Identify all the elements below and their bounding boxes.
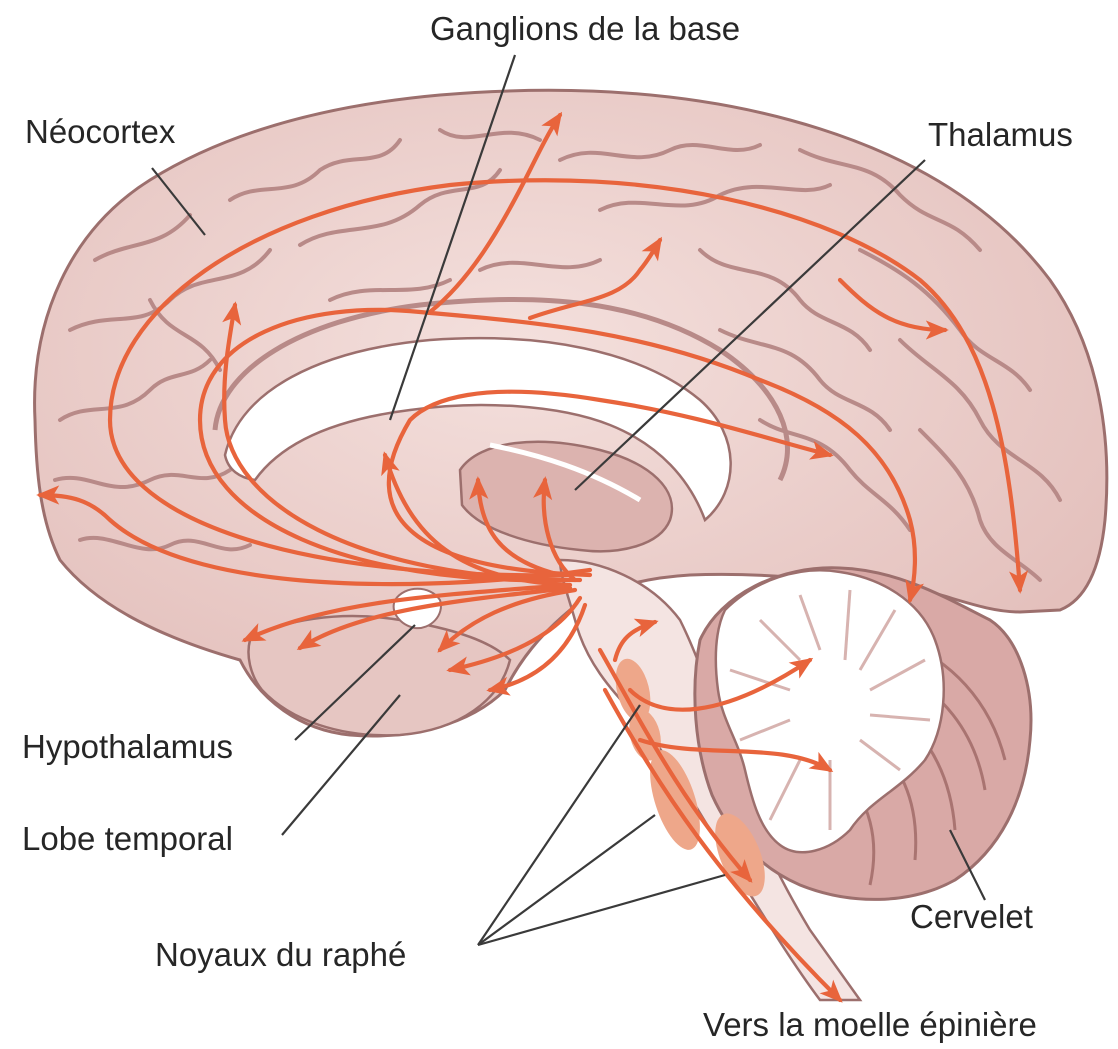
leader-raphe-1	[478, 705, 640, 945]
label-neocortex: Néocortex	[25, 115, 175, 148]
label-basal-ganglia: Ganglions de la base	[430, 12, 740, 45]
label-cerebellum: Cervelet	[910, 900, 1033, 933]
label-temporal-lobe: Lobe temporal	[22, 822, 233, 855]
label-thalamus: Thalamus	[928, 118, 1073, 151]
leader-raphe-3	[478, 875, 725, 945]
label-spinal-cord: Vers la moelle épinière	[703, 1008, 1037, 1041]
label-hypothalamus: Hypothalamus	[22, 730, 233, 763]
leader-raphe-2	[478, 815, 655, 945]
label-raphe-nuclei: Noyaux du raphé	[155, 938, 406, 971]
